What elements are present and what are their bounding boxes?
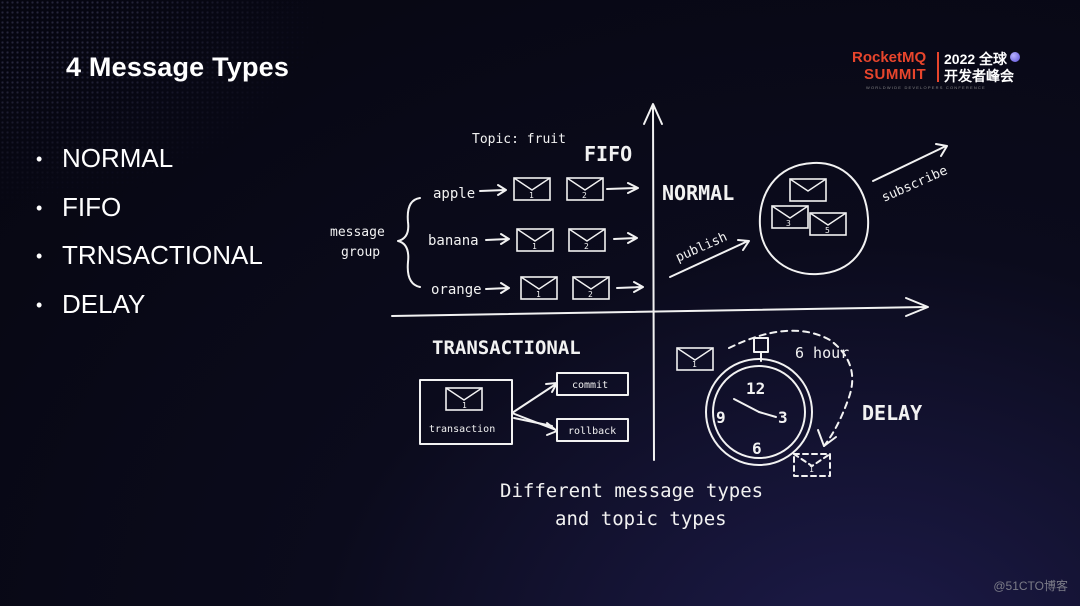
transactional-heading: TRANSACTIONAL <box>432 337 581 359</box>
message-number: 1 <box>692 360 697 369</box>
commit-label: commit <box>572 380 608 391</box>
message-number: 5 <box>825 226 830 235</box>
transaction-arrow-extra <box>513 417 553 427</box>
message-group-brace <box>397 197 421 288</box>
logo-brand-line2: SUMMIT <box>864 66 927 83</box>
publish-label: publish <box>674 230 730 266</box>
fifo-arrow <box>606 182 639 194</box>
message-group-label: group <box>341 245 380 260</box>
message-number: 1 <box>536 290 541 299</box>
fifo-arrow <box>485 233 510 245</box>
dot-pattern-decoration <box>0 0 330 210</box>
clock-number-3: 3 <box>778 408 788 427</box>
clock-number-12: 12 <box>746 379 765 398</box>
fifo-arrow <box>616 281 644 293</box>
list-item-label: TRNSACTIONAL <box>62 240 263 270</box>
fifo-arrow <box>479 184 507 196</box>
vertical-axis-arrowhead <box>643 103 663 125</box>
horizontal-axis <box>391 306 927 317</box>
subscribe-label: subscribe <box>880 163 951 205</box>
list-item: • DELAY <box>36 286 263 335</box>
group-label-banana: banana <box>428 233 479 249</box>
logo-divider <box>937 52 939 82</box>
normal-heading: NORMAL <box>662 181 734 205</box>
commit-arrow <box>511 382 558 414</box>
fifo-heading: FIFO <box>584 142 632 166</box>
globe-icon <box>1010 52 1020 62</box>
delay-heading: DELAY <box>862 401 922 425</box>
rollback-arrow <box>511 412 558 436</box>
bullet-icon: • <box>36 197 43 218</box>
list-item: • NORMAL <box>36 140 263 189</box>
subscribe-arrow <box>872 143 948 182</box>
rollback-label: rollback <box>568 426 616 437</box>
delay-duration-label: 6 hour <box>795 344 849 362</box>
delayed-message-flap <box>793 453 831 467</box>
message-number: 1 <box>529 191 534 200</box>
logo-conference: 开发者峰会 <box>944 68 1014 84</box>
message-number: 1 <box>532 242 537 251</box>
publish-arrow <box>669 239 750 278</box>
delay-dashed-arrowhead <box>817 429 837 447</box>
clock-hour-hand <box>733 398 760 413</box>
list-item: • FIFO <box>36 189 263 238</box>
stopwatch-button <box>753 337 769 353</box>
group-label-orange: orange <box>431 282 482 298</box>
stopwatch-outer-ring <box>705 358 813 466</box>
message-number: 3 <box>786 219 791 228</box>
message-number: 2 <box>584 242 589 251</box>
diagram-caption-line1: Different message types <box>500 480 763 502</box>
message-group-label: message <box>330 225 385 240</box>
logo-subtitle: WORLDWIDE DEVELOPERS CONFERENCE <box>866 85 986 90</box>
logo-year: 2022 全球 <box>944 51 1008 67</box>
list-item-label: DELAY <box>62 288 146 319</box>
message-number: 2 <box>582 191 587 200</box>
clock-number-9: 9 <box>716 408 726 427</box>
diagram-caption-line2: and topic types <box>555 508 727 530</box>
logo-brand-line1: RocketMQ <box>852 49 927 66</box>
delay-dashed-arrow <box>728 329 854 447</box>
bullet-icon: • <box>36 149 43 169</box>
message-number: 2 <box>588 290 593 299</box>
list-item-label: FIFO <box>62 191 122 222</box>
bullet-icon: • <box>36 294 43 315</box>
watermark: @51CTO博客 <box>993 579 1068 593</box>
vertical-axis <box>652 105 655 461</box>
list-item-label: NORMAL <box>62 143 174 173</box>
fifo-arrow <box>485 282 510 294</box>
message-number: 1 <box>462 401 467 410</box>
clock-number-6: 6 <box>752 439 762 458</box>
stopwatch-inner-ring <box>712 365 806 459</box>
list-item: • TRNSACTIONAL <box>36 237 263 286</box>
clock-minute-hand <box>758 411 777 418</box>
bullet-icon: • <box>36 246 43 266</box>
rocketmq-summit-logo: RocketMQ SUMMIT 2022 全球 开发者峰会 WORLDWIDE … <box>852 48 1032 94</box>
message-number: 1 <box>809 465 814 474</box>
delayed-message-box <box>793 453 831 477</box>
group-label-apple: apple <box>433 186 475 202</box>
horizontal-axis-arrowhead <box>905 297 929 317</box>
topic-label: Topic: fruit <box>472 132 566 147</box>
message-envelope-icon <box>789 178 827 202</box>
transaction-label: transaction <box>429 424 495 435</box>
slide-title: 4 Message Types <box>66 52 290 82</box>
normal-queue-circle <box>758 161 870 276</box>
message-type-list: • NORMAL • FIFO • TRNSACTIONAL • DELAY <box>36 140 263 334</box>
fifo-arrow <box>613 232 638 244</box>
